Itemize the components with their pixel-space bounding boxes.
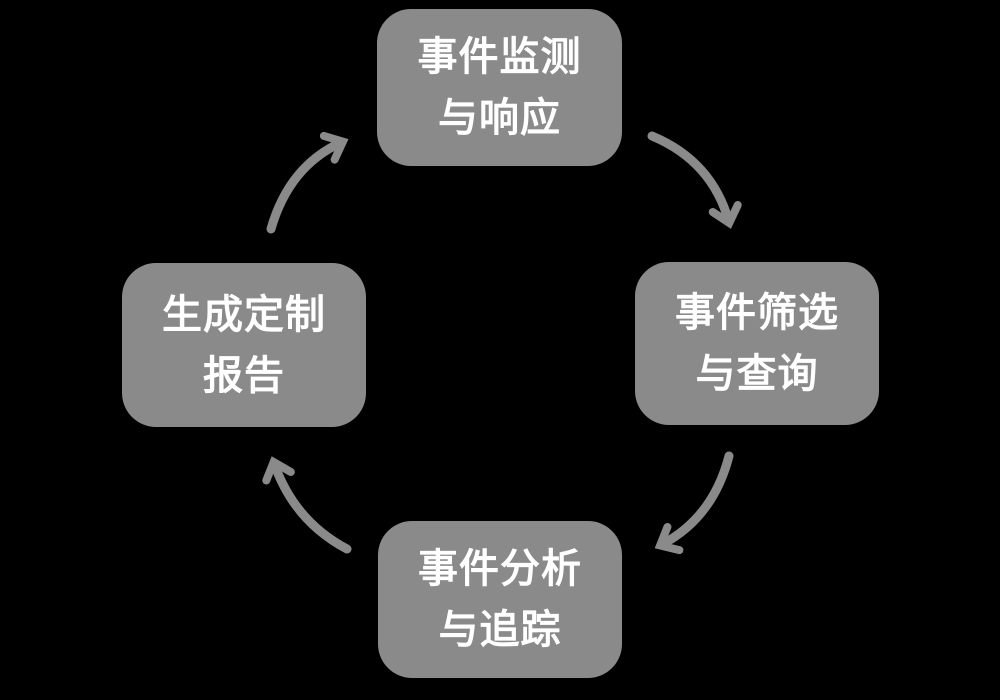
node-event-analysis-tracking: 事件分析 与追踪: [378, 521, 622, 678]
node-event-filtering-query: 事件筛选 与查询: [635, 262, 879, 425]
arrow-monitoring-to-filtering: [647, 131, 742, 229]
arrow-analysis-to-report: [262, 456, 352, 554]
node-label-line: 与查询: [695, 352, 819, 396]
node-event-monitoring-response: 事件监测 与响应: [377, 9, 622, 166]
node-label-line: 与追踪: [438, 608, 562, 652]
node-label-line: 事件监测: [417, 35, 582, 79]
node-generate-custom-report: 生成定制 报告: [122, 263, 366, 427]
arrow-filtering-to-analysis: [654, 451, 734, 555]
node-label-line: 与响应: [438, 96, 561, 140]
node-label-line: 事件分析: [418, 547, 582, 591]
node-label-line: 生成定制: [162, 292, 326, 337]
node-label-line: 事件筛选: [675, 291, 839, 335]
arrow-report-to-monitoring: [266, 131, 349, 234]
node-label-line: 报告: [203, 353, 285, 398]
